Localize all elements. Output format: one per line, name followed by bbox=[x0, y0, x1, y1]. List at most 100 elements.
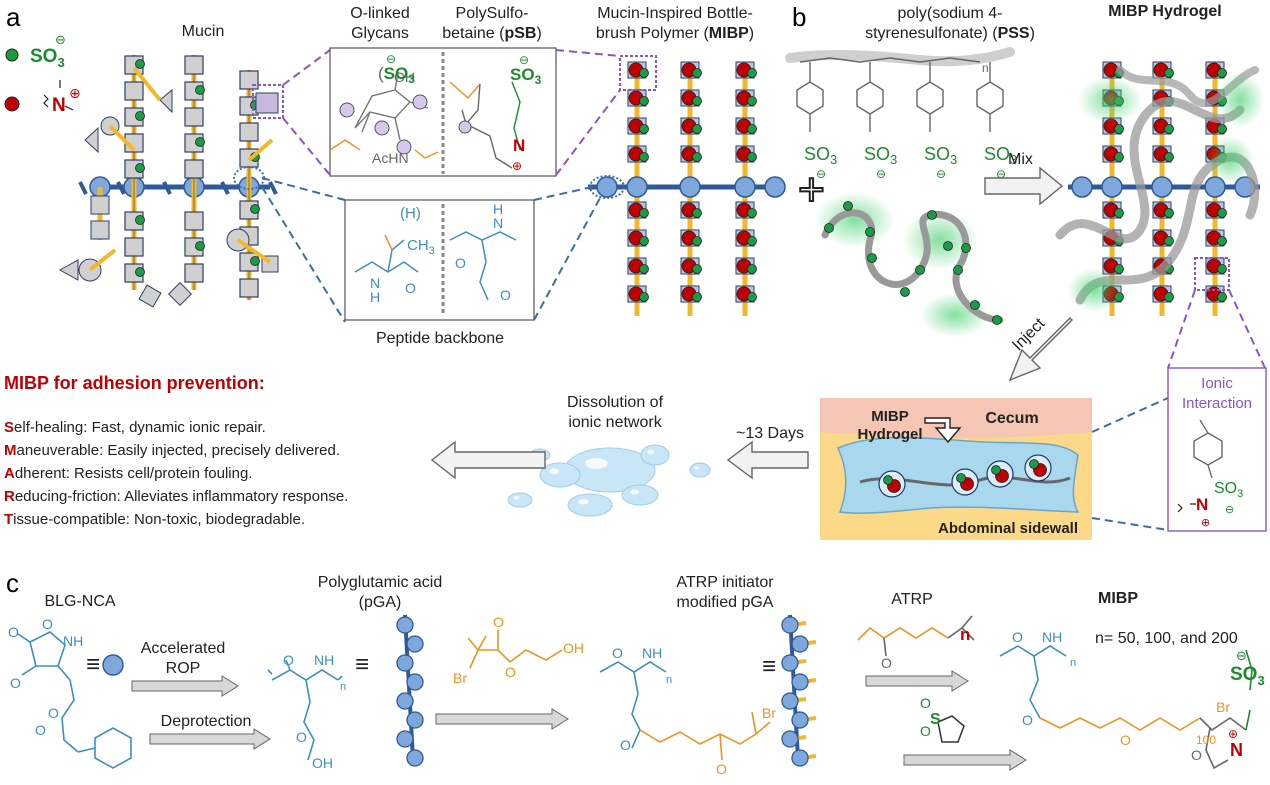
panel-letter-b: b bbox=[792, 2, 806, 32]
hydrogel-anion-dot bbox=[1217, 264, 1227, 274]
mucin-sugar-square bbox=[184, 263, 204, 283]
pss-benzene bbox=[796, 81, 824, 115]
advantage-initial: R bbox=[4, 488, 15, 505]
peptide-ch3: CH3 bbox=[407, 237, 435, 257]
mibp-backbone-node bbox=[626, 176, 648, 198]
psb-nitrogen: N bbox=[513, 136, 525, 155]
equiv-3: ≡ bbox=[762, 653, 776, 680]
mibp-brush bbox=[596, 61, 786, 316]
pss-so3-sub: 3 bbox=[950, 152, 957, 167]
n-values: n= 50, 100, and 200 bbox=[1095, 630, 1238, 647]
zoom-line-glycan-1 bbox=[282, 49, 331, 86]
mucin-sugar-square bbox=[124, 237, 144, 257]
mibp-anion-dot bbox=[747, 236, 757, 246]
zoom-line-peptide-1 bbox=[261, 177, 346, 201]
mucin-sugar-square bbox=[124, 81, 144, 101]
ionic-title-1: Ionic bbox=[1201, 375, 1233, 392]
pss-so3: SO3 bbox=[924, 144, 957, 167]
advantages-arrow bbox=[430, 440, 546, 480]
pga-oh: OH bbox=[312, 755, 333, 771]
product-o: O bbox=[1012, 629, 1023, 645]
mod-pga-bead bbox=[791, 673, 809, 691]
days-label: ~13 Days bbox=[736, 425, 804, 442]
mucin-highlight-square bbox=[255, 92, 279, 114]
zoom-line-peptide-2 bbox=[261, 186, 346, 323]
mucin-sulfate-dot bbox=[250, 204, 260, 214]
zoom-line-glycan-2 bbox=[282, 117, 331, 176]
atrp-init-title-2: modified pGA bbox=[677, 594, 774, 611]
glycans-title-1: O-linked bbox=[350, 5, 410, 22]
peptide-o-1: O bbox=[405, 280, 416, 296]
mod-o-2: O bbox=[620, 737, 631, 753]
cecum-layer bbox=[820, 398, 1092, 438]
pga-structure bbox=[267, 659, 343, 761]
pss-diagram: poly(sodium 4- styrenesulfonate) (PSS) n… bbox=[785, 3, 1266, 382]
ionic-zoom-line-1 bbox=[1167, 289, 1196, 369]
cecum-anion-dot bbox=[956, 473, 966, 483]
pss-coil-dot bbox=[961, 243, 971, 253]
mucin-sulfate-dot bbox=[195, 85, 205, 95]
mibp-anion-dot bbox=[747, 68, 757, 78]
glycan-so3: (SO3 bbox=[378, 64, 415, 86]
ionic-zoom-line-2 bbox=[1228, 289, 1266, 369]
sidewall-label: Abdominal sidewall bbox=[938, 520, 1078, 537]
mucin-sugar-square bbox=[239, 122, 259, 142]
zoom-line-mibp-2 bbox=[555, 89, 621, 176]
mod-pga-bead bbox=[791, 711, 809, 729]
product-br: Br bbox=[1216, 699, 1230, 715]
pss-so3: SO3 bbox=[864, 144, 897, 167]
monomer-n: n bbox=[960, 625, 970, 644]
mibp-diagram: Mucin-Inspired Bottle- brush Polymer (MI… bbox=[533, 5, 786, 321]
mucin-sulfate-dot bbox=[135, 163, 145, 173]
hydrogel-backbone-node bbox=[1071, 176, 1093, 198]
pss-title-1: poly(sodium 4- bbox=[898, 5, 1003, 22]
mucin-sugar-square bbox=[184, 107, 204, 127]
nca-nh: NH bbox=[63, 633, 83, 649]
droplet bbox=[567, 493, 613, 517]
mucin-sulfate-dot bbox=[250, 256, 260, 266]
advantage-item: Reducing-friction: Alleviates inflammato… bbox=[4, 488, 348, 505]
hydrogel-anion-dot bbox=[1114, 264, 1124, 274]
mibp-anion-dot bbox=[747, 96, 757, 106]
pga-bead bbox=[396, 654, 414, 672]
legend-ammonium-plus: ⊕ bbox=[69, 85, 81, 101]
pga-title-1: Polyglutamic acid bbox=[318, 574, 443, 591]
hydrogel-backbone-node bbox=[1151, 176, 1173, 198]
mibp-anion-dot bbox=[692, 68, 702, 78]
initiator-arrow bbox=[435, 708, 569, 730]
peptide-o-3: O bbox=[500, 287, 511, 303]
hydrogel-anion-dot bbox=[1114, 152, 1124, 162]
legend-sulfonate-label: SO3 bbox=[30, 46, 65, 70]
mucin-side-diamond bbox=[138, 284, 162, 308]
glycan-oh: OH bbox=[394, 69, 415, 85]
psb-nitrogen-plus: ⊕ bbox=[512, 159, 522, 173]
hydrogel-anion-dot bbox=[1164, 68, 1174, 78]
modified-pga-chain bbox=[781, 614, 817, 767]
pss-so3-minus: ⊖ bbox=[936, 167, 946, 181]
mibp-anion-dot bbox=[692, 124, 702, 134]
mod-pga-bead bbox=[781, 616, 799, 634]
pss-so3: SO3 bbox=[804, 144, 837, 167]
pss-rings: SO3⊖SO3⊖SO3⊖SO3⊖ bbox=[796, 62, 1017, 181]
mucin-backbone-tick bbox=[268, 181, 278, 195]
cecum-hydrogel-label-1: MIBP bbox=[871, 408, 909, 425]
mibp-anion-dot bbox=[639, 96, 649, 106]
dissolution: ~13 Days Dissolution of ionic network bbox=[430, 394, 809, 517]
synthesis-scheme: BLG-NCA O O NH O O O ≡ Accelerated ROP D… bbox=[8, 574, 1265, 777]
advantages-list: MIBP for adhesion prevention: Self-heali… bbox=[4, 373, 348, 528]
droplet-highlight bbox=[647, 449, 655, 455]
pss-coil-dot bbox=[843, 201, 853, 211]
mibp-anion-dot bbox=[692, 292, 702, 302]
initiator-structure bbox=[467, 630, 563, 669]
hydrogel-anion-dot bbox=[1164, 236, 1174, 246]
advantages-items: Self-healing: Fast, dynamic ionic repair… bbox=[4, 419, 348, 528]
mibp-anion-dot bbox=[639, 236, 649, 246]
mod-n: n bbox=[666, 674, 672, 686]
product-nh: NH bbox=[1042, 629, 1062, 645]
ionic-title-2: Interaction bbox=[1182, 395, 1252, 412]
cecum-zoom-line-2 bbox=[1091, 517, 1169, 531]
hydrogel-anion-dot bbox=[1217, 124, 1227, 134]
legend-red-dot bbox=[4, 96, 20, 112]
mibp-anion-dot bbox=[692, 264, 702, 274]
hydrogel-title: MIBP Hydrogel bbox=[1108, 3, 1222, 20]
